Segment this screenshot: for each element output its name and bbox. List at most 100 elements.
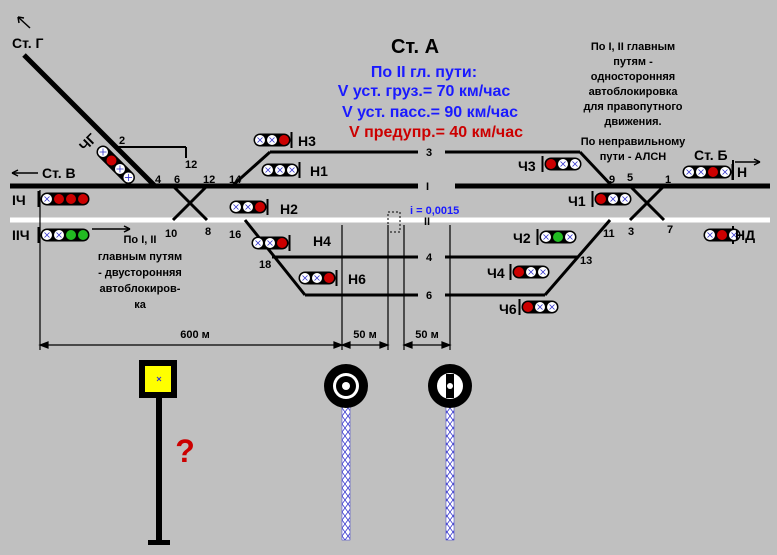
arrow-st-b xyxy=(735,158,761,166)
switch-10: 10 xyxy=(165,228,177,240)
note-right-line: автоблокировка xyxy=(589,86,679,98)
track-3-right-diag xyxy=(578,150,614,188)
signal-n4: Н4 xyxy=(313,233,331,249)
signal-ch2: Ч2 xyxy=(513,230,531,246)
signal-n2: Н2 xyxy=(280,201,298,217)
switch-3: 3 xyxy=(628,226,634,238)
signal-head-n6 xyxy=(298,270,338,286)
signal-n3: Н3 xyxy=(298,133,316,149)
note-right-line: пути - АЛСН xyxy=(600,151,667,163)
note-left: По I, II главным путям - двусторонняя ав… xyxy=(98,234,182,311)
track-3-left-diag xyxy=(230,150,272,188)
note-left-line: - двусторонняя xyxy=(98,267,182,279)
signal-head-ch2 xyxy=(536,229,577,245)
station-g-label: Ст. Г xyxy=(12,35,44,51)
dimension-50m-b: 50 м xyxy=(415,329,438,341)
note-left-line: ка xyxy=(134,299,147,311)
switch-2: 2 xyxy=(119,135,125,147)
signal-lamp xyxy=(546,159,556,169)
track-label-2: II xyxy=(424,216,430,228)
switch-7: 7 xyxy=(667,224,673,236)
switch-8: 8 xyxy=(205,226,211,238)
signal-lamp xyxy=(106,155,117,166)
station-b-label: Ст. Б xyxy=(694,147,728,163)
note-right-line: По неправильному xyxy=(581,136,686,148)
speed-line-2: V уст. груз.= 70 км/час xyxy=(338,83,511,100)
signal-head-chg xyxy=(96,145,135,184)
station-title: Ст. А xyxy=(391,36,439,58)
signal-head-n2 xyxy=(229,199,269,215)
signal-head-ch3 xyxy=(541,156,582,172)
switch-13: 13 xyxy=(580,255,592,267)
switch-4: 4 xyxy=(155,174,162,186)
switch-14: 14 xyxy=(229,174,242,186)
signal-head-ich-2 xyxy=(37,227,90,243)
track-label-1: I xyxy=(426,181,429,193)
switch-12-top: 12 xyxy=(185,159,197,171)
signal-ich-2: IIЧ xyxy=(12,227,30,243)
signal-head-n1 xyxy=(261,162,301,178)
signal-n1: Н1 xyxy=(310,163,328,179)
switch-16: 16 xyxy=(229,229,241,241)
gradient-marker xyxy=(387,211,401,233)
dimension-50m-a: 50 м xyxy=(353,329,376,341)
speed-line-3: V уст. пасс.= 90 км/час xyxy=(342,104,518,121)
note-left-line: главным путям xyxy=(98,251,182,263)
signal-head-ch1 xyxy=(591,191,632,207)
signal-lamp xyxy=(279,135,289,145)
signals-layer xyxy=(37,132,741,315)
branch-track-g xyxy=(22,53,157,188)
signal-lamp xyxy=(66,230,76,240)
dimension-600m: 600 м xyxy=(180,329,210,341)
arrow-st-g xyxy=(17,16,31,29)
switch-1: 1 xyxy=(665,174,671,186)
note-left-line: По I, II xyxy=(124,234,157,246)
note-right: По I, II главным путям - односторонняя а… xyxy=(581,41,686,163)
signal-head-nd xyxy=(703,228,741,242)
disc-sign-left xyxy=(324,364,368,541)
signal-lamp xyxy=(324,273,334,283)
note-right-line: путям - xyxy=(613,56,653,68)
note-right-line: для правопутного xyxy=(583,101,682,113)
signal-head-ich-1 xyxy=(37,191,90,207)
signal-lamp xyxy=(66,194,76,204)
crossover-right-b xyxy=(628,184,666,222)
signal-ch4: Ч4 xyxy=(487,265,505,281)
switch-18: 18 xyxy=(259,259,271,271)
switch-6: 6 xyxy=(174,174,180,186)
note-right-line: движения. xyxy=(604,116,661,128)
signal-head-n3 xyxy=(253,132,293,148)
track-lower-right-diag xyxy=(543,219,612,296)
signal-n6: Н6 xyxy=(348,271,366,287)
track-label-3: 3 xyxy=(426,147,432,159)
signal-head-ch6 xyxy=(518,299,559,315)
arrow-st-v xyxy=(11,169,38,177)
signal-lamp xyxy=(54,194,64,204)
disc-sign-right xyxy=(428,364,472,541)
track-label-4: 4 xyxy=(426,252,433,264)
station-v-label: Ст. В xyxy=(42,165,76,181)
signal-lamp xyxy=(708,167,718,177)
signal-n: Н xyxy=(737,164,747,180)
note-right-line: По I, II главным xyxy=(591,41,675,53)
switch-11: 11 xyxy=(603,228,615,240)
signal-lamp xyxy=(514,267,524,277)
signal-ch3: Ч3 xyxy=(518,158,536,174)
signal-head-n xyxy=(682,164,734,180)
switch-5: 5 xyxy=(627,172,633,184)
signal-lamp xyxy=(255,202,265,212)
question-mark: ? xyxy=(175,433,195,469)
signal-nd: НД xyxy=(735,227,755,243)
speed-line-1: По II гл. пути: xyxy=(371,64,477,81)
dimension-lines xyxy=(38,190,452,350)
signal-lamp xyxy=(596,194,606,204)
speed-line-4: V предупр.= 40 км/час xyxy=(349,124,523,141)
signal-ich-1: IЧ xyxy=(12,192,26,208)
signal-lamp xyxy=(553,232,563,242)
switch-9: 9 xyxy=(609,174,615,186)
note-left-line: автоблокиров- xyxy=(100,283,181,295)
signal-ch1: Ч1 xyxy=(568,193,586,209)
unknown-sign xyxy=(139,360,177,545)
